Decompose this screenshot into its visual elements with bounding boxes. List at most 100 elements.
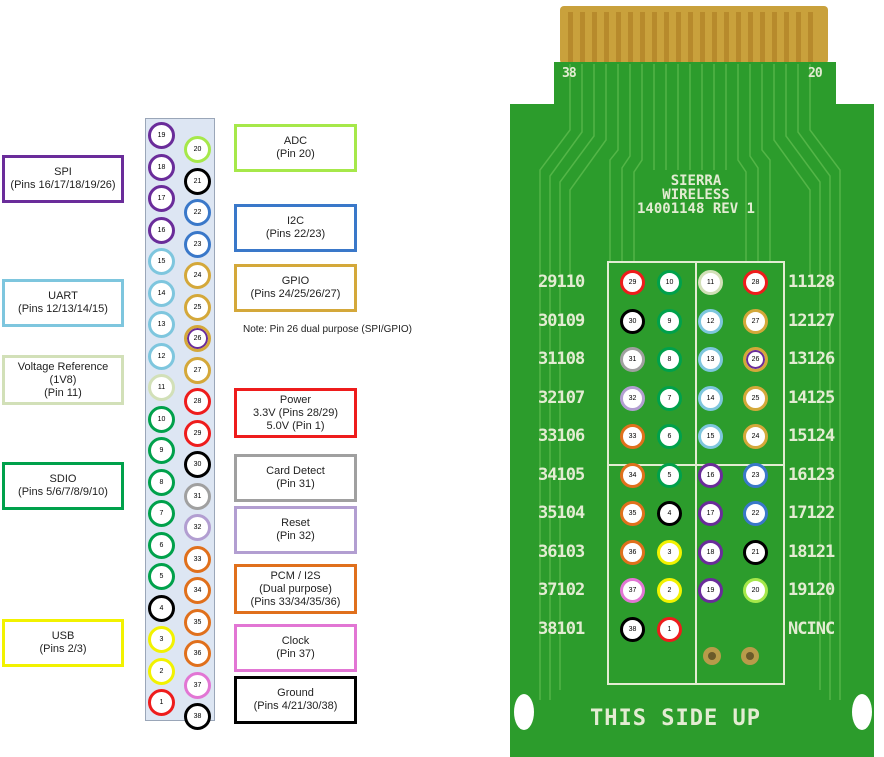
pin-29: 29 xyxy=(620,270,645,295)
pin-30: 30 xyxy=(184,451,211,478)
legend-sdio-pins: (Pins 5/6/7/8/9/10) xyxy=(18,486,108,498)
pin-17: 17 xyxy=(148,185,175,212)
legend-spi: SPI (Pins 16/17/18/19/26) xyxy=(2,155,124,203)
pcb-board-art xyxy=(510,6,874,757)
pin-28: 28 xyxy=(184,388,211,415)
legend-adc-pins: (Pin 20) xyxy=(276,148,315,160)
legend-reset: Reset (Pin 32) xyxy=(234,506,357,554)
board-corner-right: 20 xyxy=(808,66,823,81)
pin-21: 21 xyxy=(743,539,768,565)
pin-37: 37 xyxy=(184,671,211,699)
legend-adc: ADC (Pin 20) xyxy=(234,124,357,172)
pin-26: 26 xyxy=(184,325,211,352)
pin-5: 5 xyxy=(148,563,175,590)
pin-31: 31 xyxy=(184,482,211,510)
board-right-label: 12127 xyxy=(788,310,835,331)
pin-9: 9 xyxy=(148,437,175,464)
legend-card-detect: Card Detect (Pin 31) xyxy=(234,454,357,502)
pin-19: 19 xyxy=(148,122,175,149)
pcb-board: 38 20 SIERRA WIRELESS 14001148 REV 1 291… xyxy=(510,0,884,757)
legend-gpio: GPIO (Pins 24/25/26/27) xyxy=(234,264,357,312)
pin-34: 34 xyxy=(620,462,645,488)
board-right-label: 11128 xyxy=(788,272,835,292)
pin-20: 20 xyxy=(184,136,211,163)
pin-5: 5 xyxy=(657,462,682,488)
legend-uart-title: UART xyxy=(48,290,78,302)
pin-8: 8 xyxy=(148,468,175,496)
legend-usb-title: USB xyxy=(51,630,75,642)
pin-22: 22 xyxy=(743,501,768,526)
pin-6: 6 xyxy=(657,424,682,449)
pin-25: 25 xyxy=(743,385,768,411)
pin-3: 3 xyxy=(657,539,682,565)
pin-7: 7 xyxy=(148,500,175,527)
pin-8: 8 xyxy=(657,347,682,372)
legend-sdio: SDIO (Pins 5/6/7/8/9/10) xyxy=(2,462,124,510)
board-right-label: NCINC xyxy=(788,618,835,639)
board-left-label: 32107 xyxy=(538,387,585,408)
pin-1: 1 xyxy=(657,616,682,642)
board-right-label: 19120 xyxy=(788,580,835,600)
pin-18: 18 xyxy=(698,539,723,565)
legend-ground: Ground (Pins 4/21/30/38) xyxy=(234,676,357,724)
legend-uart: UART (Pins 12/13/14/15) xyxy=(2,279,124,327)
legend-adc-title: ADC xyxy=(283,135,308,147)
pin-34: 34 xyxy=(184,577,211,604)
legend-ground-title: Ground xyxy=(277,687,314,699)
legend-pcm-title: PCM / I2S xyxy=(270,569,321,582)
legend-reset-title: Reset xyxy=(281,517,310,529)
pin-30: 30 xyxy=(620,308,645,334)
pin-31: 31 xyxy=(620,347,645,372)
pin-7: 7 xyxy=(657,385,682,411)
legend-power-title: Power xyxy=(279,393,312,406)
legend-i2c-pins: (Pins 22/23) xyxy=(265,228,326,240)
board-corner-left: 38 xyxy=(562,66,577,81)
pin-24: 24 xyxy=(743,424,768,449)
legend-vref-title: Voltage Reference xyxy=(17,360,109,373)
pin-16: 16 xyxy=(698,462,723,488)
pin-37: 37 xyxy=(620,578,645,603)
board-right-label: 16123 xyxy=(788,464,835,485)
board-left-label: 30109 xyxy=(538,310,585,331)
legend-sdio-title: SDIO xyxy=(49,473,77,485)
pin-35: 35 xyxy=(620,501,645,526)
legend-i2c-title: I2C xyxy=(286,215,305,227)
legend-card-detect-pins: (Pin 31) xyxy=(276,478,315,490)
pin-12: 12 xyxy=(148,342,175,370)
pin-28: 28 xyxy=(743,270,768,295)
pin-14: 14 xyxy=(698,385,723,411)
legend-power: Power 3.3V (Pins 28/29) 5.0V (Pin 1) xyxy=(234,388,357,438)
pin-14: 14 xyxy=(148,279,175,307)
pin-38: 38 xyxy=(620,616,645,642)
board-left-label: 35104 xyxy=(538,503,585,523)
pin-38: 38 xyxy=(184,703,211,730)
pin-32: 32 xyxy=(620,385,645,411)
legend-uart-pins: (Pins 12/13/14/15) xyxy=(18,303,108,315)
pin-36: 36 xyxy=(620,539,645,565)
board-right-label: 15124 xyxy=(788,426,835,446)
pin-17: 17 xyxy=(698,501,723,526)
pin-27: 27 xyxy=(743,308,768,334)
pin-32: 32 xyxy=(184,514,211,541)
legend-ground-pins: (Pins 4/21/30/38) xyxy=(253,700,338,712)
board-left-label: 36103 xyxy=(538,541,585,562)
pin-18: 18 xyxy=(148,153,175,181)
board-right-label: 13126 xyxy=(788,349,835,369)
pin-15: 15 xyxy=(698,424,723,449)
legend-usb-pins: (Pins 2/3) xyxy=(39,643,87,655)
legend-gpio-title: GPIO xyxy=(281,275,310,287)
board-bottom-text: THIS SIDE UP xyxy=(590,706,761,731)
board-right-label: 17122 xyxy=(788,503,835,523)
legend-reset-pins: (Pin 32) xyxy=(276,530,315,542)
pin-29: 29 xyxy=(184,419,211,447)
pin-25: 25 xyxy=(184,293,211,321)
legend-pcm: PCM / I2S (Dual purpose) (Pins 33/34/35/… xyxy=(234,564,357,614)
board-left-label: 34105 xyxy=(538,464,585,485)
pin-13: 13 xyxy=(698,347,723,372)
legend-clock: Clock (Pin 37) xyxy=(234,624,357,672)
legend-vref-line2: (1V8) xyxy=(49,373,77,386)
pin-20: 20 xyxy=(743,578,768,603)
legend-clock-pins: (Pin 37) xyxy=(276,648,315,660)
pin-4: 4 xyxy=(148,594,175,622)
board-right-label: 14125 xyxy=(788,387,835,408)
